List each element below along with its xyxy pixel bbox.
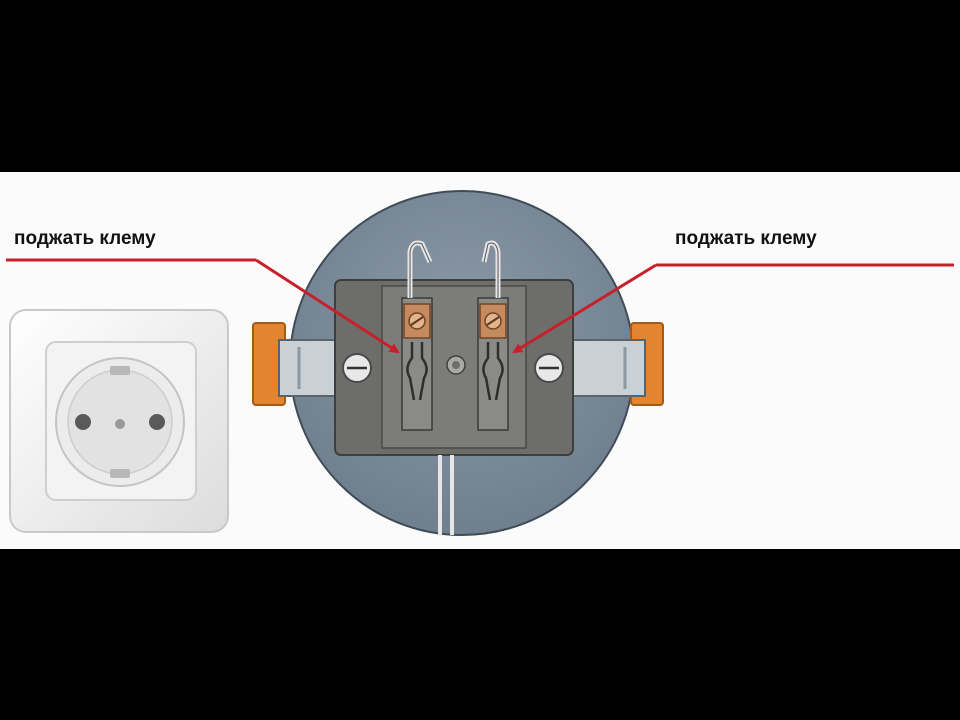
letterbox-bottom-bar (0, 549, 960, 720)
wall-box-icon (252, 190, 664, 536)
right-callout-label: поджать клему (675, 228, 817, 249)
left-callout-label: поджать клему (14, 228, 156, 249)
socket-mount-diagram (6, 190, 954, 536)
left-callout-arrow (6, 258, 400, 354)
schuko-socket-icon (9, 309, 229, 533)
letterbox-top-bar (0, 0, 960, 172)
diagram-panel: поджать клему поджать клему (0, 172, 960, 549)
right-callout-arrow (512, 263, 954, 354)
